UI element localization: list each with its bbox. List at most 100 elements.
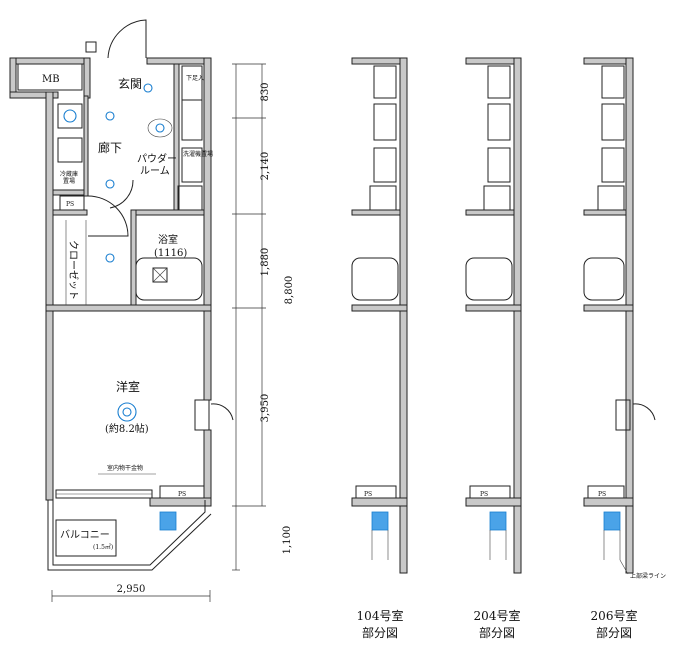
corridor-light-icon bbox=[105, 111, 115, 121]
bathtub bbox=[135, 257, 203, 301]
dim-830: 830 bbox=[260, 82, 271, 101]
toilet bbox=[147, 118, 173, 138]
partial-plan-206: PS 上部梁ライン bbox=[583, 57, 666, 580]
dim-3950: 3,950 bbox=[260, 394, 271, 423]
side-window bbox=[194, 399, 210, 431]
p206-bath-wall bbox=[583, 209, 627, 216]
bath-drain bbox=[152, 267, 168, 283]
p104-mid-wall bbox=[351, 304, 408, 312]
bath-label: 浴室 bbox=[158, 233, 178, 246]
corridor-left-wall bbox=[83, 95, 89, 197]
p204-right-wall bbox=[513, 57, 522, 574]
p104-drain bbox=[371, 511, 389, 531]
western-room-label: 洋室 bbox=[116, 379, 140, 394]
side-window-swing bbox=[210, 403, 234, 421]
mb-label: MB bbox=[42, 74, 60, 85]
washer-label: 洗濯機置場 bbox=[183, 150, 213, 158]
p104-ps-wall bbox=[351, 497, 408, 507]
kitchen-counter bbox=[57, 137, 83, 163]
p206-bathtub bbox=[583, 257, 625, 301]
balcony-rail bbox=[47, 500, 212, 571]
p104-ps-label: PS bbox=[364, 491, 372, 498]
bath-size-label: (1116) bbox=[154, 248, 187, 259]
dim-2140: 2,140 bbox=[260, 152, 271, 181]
mb-box bbox=[17, 63, 83, 91]
p204-bathtub bbox=[465, 257, 513, 301]
p204-basin bbox=[483, 185, 511, 211]
p104-right-wall bbox=[399, 57, 408, 574]
fridge-wall bbox=[52, 189, 88, 196]
p104-top-wall bbox=[351, 57, 407, 65]
closet-label: クローゼット bbox=[67, 240, 79, 300]
p206-right-wall bbox=[625, 57, 634, 574]
caption-204-line2: 部分図 bbox=[479, 625, 515, 640]
p206-drain bbox=[603, 511, 621, 531]
corridor-label: 廊下 bbox=[98, 140, 122, 155]
bath-drain-x2 bbox=[152, 267, 168, 283]
balcony-box bbox=[55, 519, 117, 557]
powder-door-swing bbox=[109, 179, 134, 209]
p104-bathtub bbox=[351, 257, 399, 301]
partial-plan-104: PS bbox=[351, 57, 408, 574]
p206-mid-wall bbox=[583, 304, 634, 312]
powder-room-label-2: ルーム bbox=[140, 165, 170, 177]
mb-bottom-wall bbox=[9, 91, 59, 99]
stove-icon bbox=[63, 109, 77, 123]
caption-104-line1: 104号室 bbox=[357, 608, 404, 623]
main-floor-plan: MB 玄関 廊下 パウダー ルーム 浴室 (1116) 冷蔵庫 置場 PS PS… bbox=[9, 19, 234, 571]
p206-basin bbox=[597, 185, 625, 211]
caption-206-line1: 206号室 bbox=[591, 608, 638, 623]
p206-toilet-cabinet bbox=[601, 103, 625, 141]
p104-washer bbox=[373, 147, 397, 183]
right-mid-wall bbox=[203, 307, 212, 401]
entrance-light-box bbox=[85, 41, 97, 53]
ceiling-light-icon bbox=[117, 402, 137, 422]
balcony-size: (1.5㎡) bbox=[93, 543, 113, 551]
western-room-size: (約8.2帖) bbox=[105, 422, 149, 435]
dim-8800: 8,800 bbox=[284, 276, 295, 305]
bath-left-wall bbox=[130, 209, 137, 306]
mb-top-wall bbox=[9, 57, 89, 65]
p206-top-wall bbox=[583, 57, 633, 65]
top-right-wall bbox=[146, 57, 210, 65]
balcony-label: バルコニー bbox=[60, 529, 110, 541]
kitchen-sink bbox=[57, 103, 83, 129]
right-lower-wall bbox=[203, 429, 212, 501]
dimension-lines: 830 2,140 1,880 3,950 1,100 8,800 2,950 bbox=[51, 63, 295, 602]
p204-washer bbox=[487, 147, 511, 183]
right-upper-wall bbox=[203, 57, 212, 309]
corridor-light-2-icon bbox=[105, 179, 115, 189]
p204-bath-wall bbox=[465, 209, 515, 216]
p204-mid-wall bbox=[465, 304, 522, 312]
caption-204-line1: 204号室 bbox=[474, 608, 521, 623]
dim-1880: 1,880 bbox=[260, 248, 271, 277]
toilet-icon bbox=[155, 123, 165, 133]
bath-top-wall bbox=[135, 209, 205, 216]
hanger-label: 室内物干金物 bbox=[107, 464, 143, 472]
entrance-door-swing bbox=[107, 19, 147, 59]
p104-basin bbox=[369, 185, 397, 211]
entrance-label: 玄関 bbox=[118, 76, 142, 91]
partial-captions: 104号室 部分図 204号室 部分図 206号室 部分図 bbox=[357, 608, 638, 640]
shoe-box bbox=[181, 65, 203, 101]
ps-box-left bbox=[59, 195, 85, 211]
p204-toilet-cabinet bbox=[487, 103, 511, 141]
ps-right-label: PS bbox=[178, 491, 186, 498]
left-exterior-wall bbox=[45, 91, 54, 501]
p206-shoe-box bbox=[601, 65, 625, 99]
powder-room-label-1: パウダー bbox=[137, 152, 177, 165]
p206-window-swing bbox=[632, 403, 656, 421]
p206-side-window bbox=[615, 399, 631, 431]
p206-washer bbox=[601, 147, 625, 183]
p204-top-wall bbox=[465, 57, 521, 65]
caption-104-line2: 部分図 bbox=[362, 625, 398, 640]
p104-ps-box bbox=[355, 485, 397, 499]
balcony-drain bbox=[159, 511, 177, 531]
corridor-door-swing bbox=[87, 195, 129, 237]
dim-2950: 2,950 bbox=[117, 584, 146, 595]
ps-left-label: PS bbox=[66, 201, 74, 208]
p204-shoe-box bbox=[487, 65, 511, 99]
balcony-outline bbox=[52, 500, 206, 566]
fridge-label-1: 冷蔵庫 bbox=[60, 170, 78, 178]
ps-box-right bbox=[159, 485, 205, 499]
